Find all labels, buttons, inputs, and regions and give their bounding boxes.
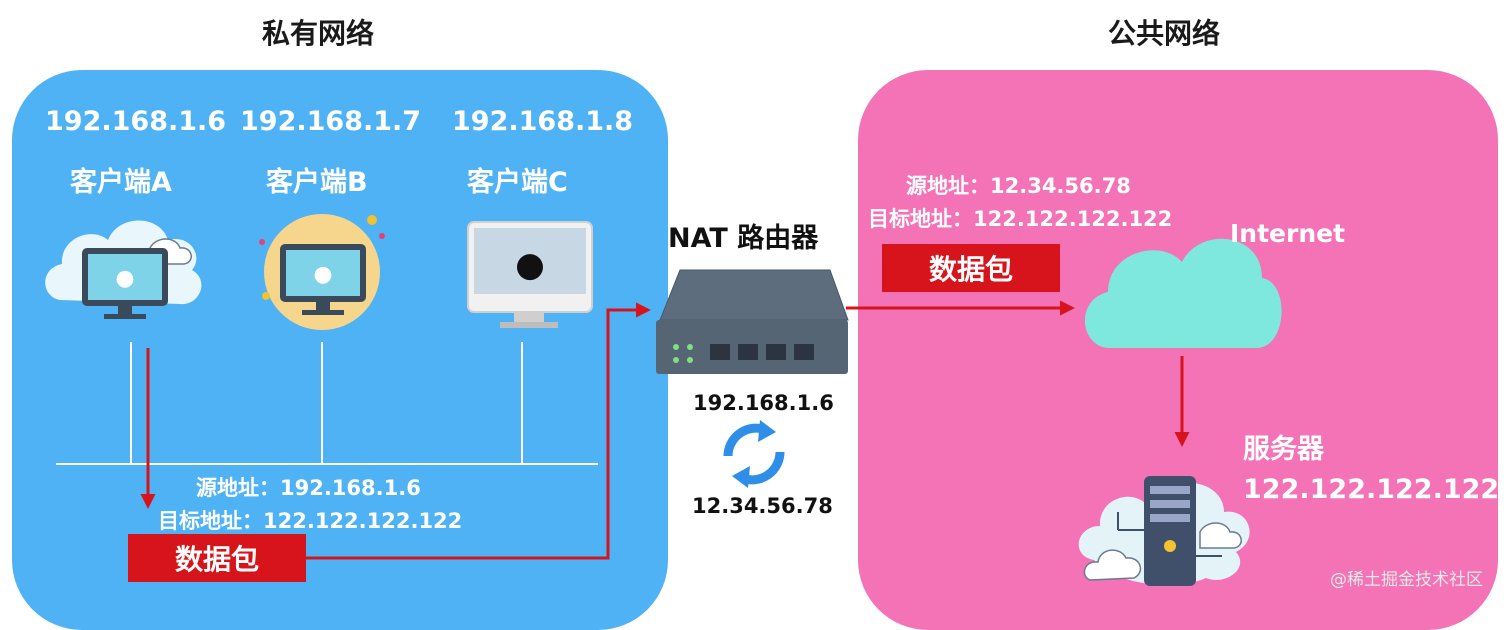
svg-text:●: ● [515, 245, 545, 285]
client-c-ip: 192.168.1.8 [452, 106, 634, 137]
private-network-title: 私有网络 [262, 17, 375, 50]
watermark: @稀土掘金技术社区 [1330, 570, 1483, 590]
internet-label: Internet [1230, 219, 1346, 248]
server-name: 服务器 [1243, 434, 1324, 465]
svg-text:●: ● [115, 266, 134, 291]
server-ip: 122.122.122.122 [1243, 474, 1500, 505]
diagram-drawing: ● ● ● [45, 214, 1282, 586]
client-a-label: 客户端A [70, 167, 172, 198]
router-icon [656, 269, 849, 374]
router-inside-ip: 192.168.1.6 [693, 391, 834, 415]
public-destination-address: 目标地址：122.122.122.122 [868, 207, 1173, 231]
public-packet-box: 数据包 [882, 244, 1060, 292]
public-source-address: 源地址：12.34.56.78 [906, 174, 1131, 198]
client-c-label: 客户端C [467, 167, 568, 198]
private-destination-address: 目标地址：122.122.122.122 [158, 509, 463, 533]
public-network-title: 公共网络 [1108, 17, 1221, 50]
monitor-sun-icon: ● [259, 214, 385, 330]
router-outside-ip: 12.34.56.78 [692, 494, 833, 518]
private-source-address: 源地址：192.168.1.6 [196, 476, 421, 500]
server-icon [1078, 476, 1250, 586]
client-b-ip: 192.168.1.7 [240, 106, 422, 137]
client-a-ip: 192.168.1.6 [45, 106, 227, 137]
private-network-panel [12, 70, 668, 630]
imac-icon: ● [467, 221, 593, 328]
client-b-label: 客户端B [266, 167, 368, 198]
router-title: NAT 路由器 [668, 223, 819, 254]
internet-cloud-icon [1084, 238, 1282, 348]
svg-text:●: ● [313, 262, 332, 287]
monitor-cloud-icon: ● [45, 220, 202, 319]
private-packet-box: 数据包 [128, 534, 306, 582]
refresh-icon [723, 420, 785, 488]
